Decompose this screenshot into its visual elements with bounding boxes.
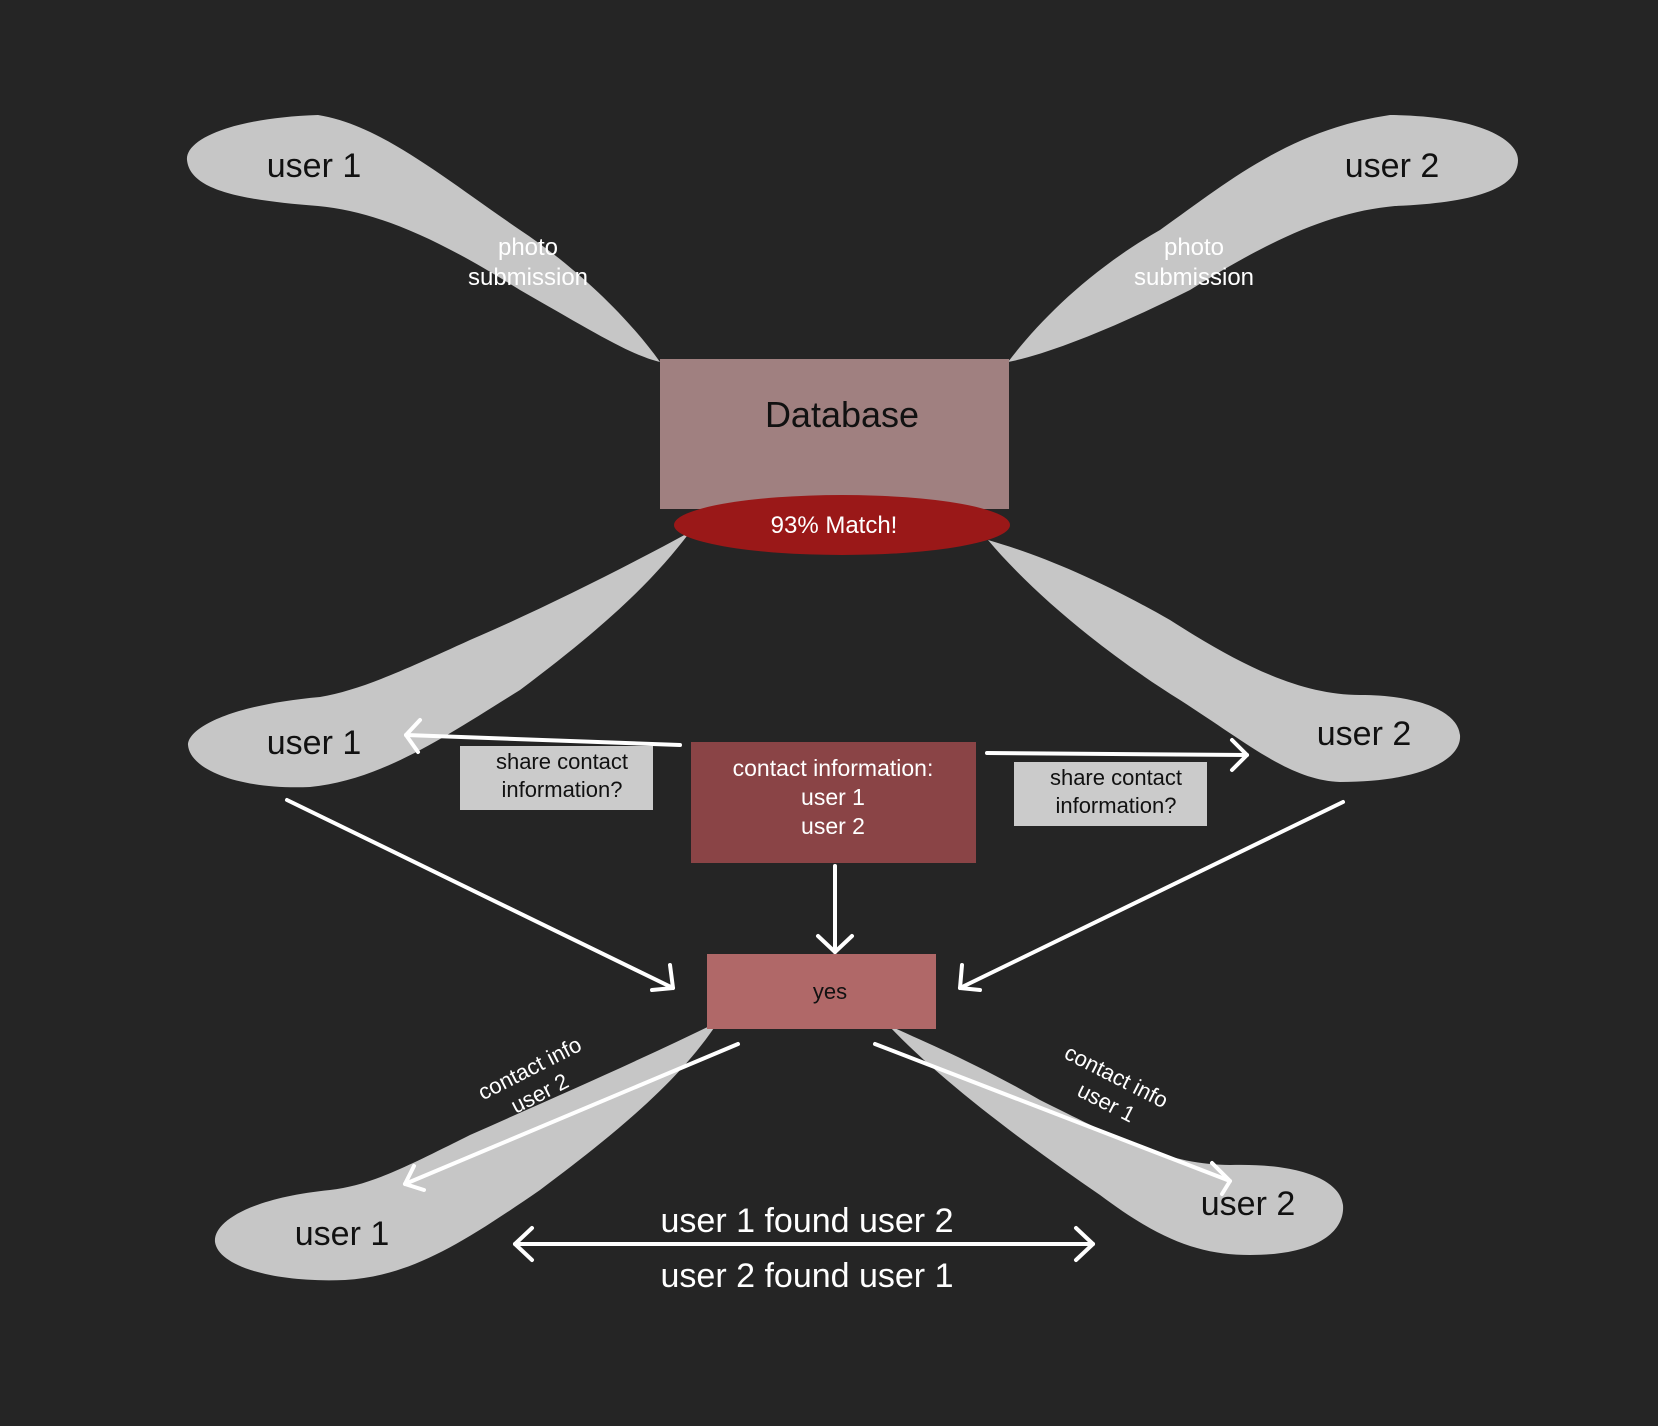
yes-box	[707, 954, 936, 1029]
arrow-yes-to-user2	[873, 1042, 1232, 1196]
photo-label-left-line2: submission	[468, 264, 588, 291]
contact-info-user2: user 2	[801, 813, 865, 839]
arrow-contact-to-yes	[816, 864, 854, 954]
contact-info-title: contact information:	[733, 755, 934, 781]
found-bottom-label: user 2 found user 1	[661, 1257, 954, 1295]
contact-information-box	[691, 742, 976, 863]
top-user1-label: user 1	[267, 147, 362, 185]
share-contact-box-left	[460, 746, 653, 810]
arrow-share-to-user1	[404, 718, 682, 754]
mid-user2-label: user 2	[1317, 715, 1412, 753]
share-contact-box-right	[1014, 762, 1207, 826]
blob-bot-user2	[888, 1025, 1344, 1255]
bot-user2-label: user 2	[1201, 1185, 1296, 1223]
blob-bot-user1	[214, 1022, 718, 1281]
top-user2-label: user 2	[1345, 147, 1440, 185]
mid-user1-label: user 1	[267, 724, 362, 762]
arrow-user1-to-yes	[285, 798, 675, 992]
database-box	[660, 359, 1009, 509]
arrow-found-bidirectional	[513, 1226, 1095, 1262]
arrow-share-to-user2	[985, 738, 1249, 772]
yes-label: yes	[813, 979, 847, 1004]
blob-mid-user2	[988, 540, 1461, 782]
photo-label-left-line1: photo	[498, 234, 558, 261]
photo-label-right-line1: photo	[1164, 234, 1224, 261]
arrow-yes-to-user1	[403, 1042, 740, 1192]
share-left-line1: share contact	[496, 749, 628, 774]
blob-top-user2	[1008, 115, 1518, 362]
contact-info-user1: user 1	[801, 784, 865, 810]
share-right-line1: share contact	[1050, 765, 1182, 790]
arrow-user2-to-yes	[958, 800, 1345, 992]
share-left-line2: information?	[501, 777, 622, 802]
blob-top-user1	[186, 115, 660, 362]
match-badge	[674, 495, 1010, 555]
photo-label-right-line2: submission	[1134, 264, 1254, 291]
share-right-line2: information?	[1055, 793, 1176, 818]
found-top-label: user 1 found user 2	[661, 1202, 954, 1240]
database-label: Database	[765, 394, 919, 435]
match-label: 93% Match!	[771, 512, 898, 539]
blob-mid-user1	[188, 532, 690, 788]
bot-user1-label: user 1	[295, 1215, 390, 1253]
